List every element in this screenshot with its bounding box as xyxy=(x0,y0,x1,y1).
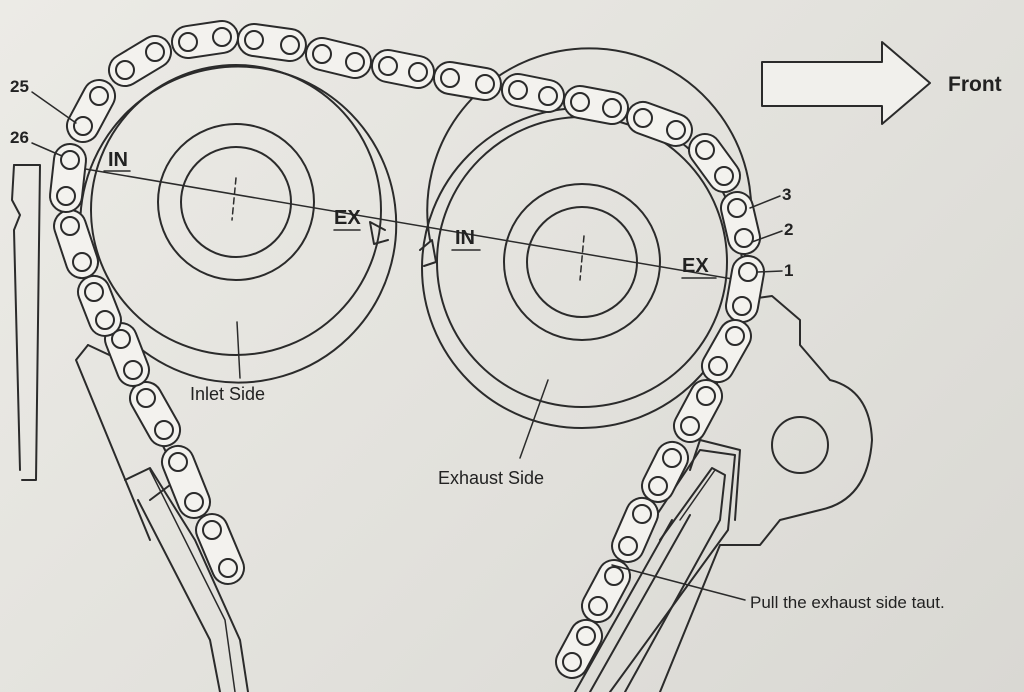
chain-pin xyxy=(95,310,115,330)
pin-number-1: 1 xyxy=(784,261,793,280)
inlet-side-label: Inlet Side xyxy=(190,384,265,404)
chain-pin xyxy=(123,360,143,380)
chain-pin xyxy=(604,566,624,586)
chain-pin xyxy=(695,140,715,160)
pin-number-25: 25 xyxy=(10,77,29,96)
chain-pin xyxy=(408,62,428,82)
chain-pin xyxy=(244,30,264,50)
chain-pin xyxy=(212,27,232,47)
chain-pin xyxy=(184,492,204,512)
chain-pin xyxy=(696,386,716,406)
chain-link-plate xyxy=(160,444,211,519)
chain-pin xyxy=(378,56,398,76)
chain-link-plate xyxy=(672,379,724,443)
pin-number-3: 3 xyxy=(782,185,791,204)
chain-pin xyxy=(312,44,332,64)
chain-pin xyxy=(570,92,590,112)
chain-pin xyxy=(708,356,728,376)
chain-pin xyxy=(562,652,582,672)
chain-pin xyxy=(662,448,682,468)
chain-link-plate xyxy=(129,381,182,448)
chain-pin xyxy=(475,74,495,94)
chain-pin xyxy=(602,98,622,118)
chain-pin xyxy=(538,86,558,106)
inlet-sprocket-in-mark: IN xyxy=(108,149,128,171)
chain-link-plate xyxy=(687,133,742,193)
pin-number-2: 2 xyxy=(784,220,793,239)
chain-link-plate xyxy=(625,100,693,147)
chain-pin xyxy=(734,228,754,248)
chain-pin xyxy=(60,216,80,236)
chain-pin xyxy=(633,108,653,128)
front-label: Front xyxy=(948,73,1002,96)
chain-pin xyxy=(280,35,300,55)
chain-pin xyxy=(632,504,652,524)
left-chain-guide xyxy=(11,164,41,481)
chain-pin xyxy=(508,80,528,100)
chain-pin xyxy=(576,626,596,646)
chain-pin xyxy=(136,388,156,408)
chain-pin xyxy=(725,326,745,346)
chain-pin xyxy=(714,166,734,186)
timing-chain xyxy=(49,19,766,679)
chain-link-plate xyxy=(580,559,632,623)
chain-pin xyxy=(345,52,365,72)
instruction-label: Pull the exhaust side taut. xyxy=(750,593,945,612)
exhaust-side-label: Exhaust Side xyxy=(438,468,544,488)
guide-bolt-hole xyxy=(771,416,829,474)
chain-pin xyxy=(440,68,460,88)
inlet-sprocket-ex-mark: EX xyxy=(334,207,361,229)
chain-pin xyxy=(618,536,638,556)
exhaust-sprocket xyxy=(419,47,753,429)
chain-pin xyxy=(648,476,668,496)
chain-pin xyxy=(89,86,109,106)
right-arrow-outline-icon xyxy=(761,41,931,125)
chain-pin xyxy=(72,252,92,272)
chain-pin xyxy=(111,329,131,349)
chain-pin xyxy=(154,420,174,440)
chain-pin xyxy=(738,262,758,282)
chain-pin xyxy=(73,116,93,136)
chain-pin xyxy=(218,558,238,578)
chain-pin xyxy=(178,32,198,52)
chain-pin xyxy=(145,42,165,62)
chain-pin xyxy=(56,186,76,206)
chain-link-plate xyxy=(611,496,660,563)
chain-pin xyxy=(680,416,700,436)
chain-pin xyxy=(115,60,135,80)
pin-number-26: 26 xyxy=(10,128,29,147)
exhaust-sprocket-ex-mark: EX xyxy=(682,255,709,277)
chain-pin xyxy=(732,296,752,316)
chain-pin xyxy=(60,150,80,170)
chain-pin xyxy=(202,520,222,540)
chain-pin xyxy=(588,596,608,616)
chain-pin xyxy=(666,120,686,140)
chain-pin xyxy=(727,198,747,218)
chain-link-plate xyxy=(700,319,752,384)
chain-pin xyxy=(84,282,104,302)
timing-alignment-line xyxy=(61,164,757,284)
chain-pin xyxy=(168,452,188,472)
exhaust-sprocket-in-mark: IN xyxy=(455,227,475,249)
left-tensioner xyxy=(75,344,249,692)
